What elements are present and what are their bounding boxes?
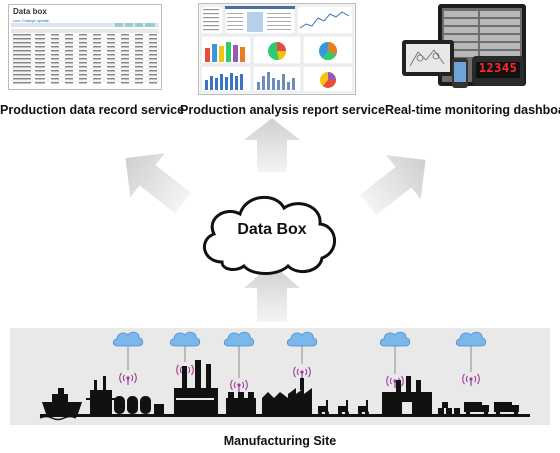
forklift-icons: [318, 400, 369, 415]
site-cloud-2: [169, 331, 201, 378]
counter-display: 12345: [478, 61, 518, 75]
manufacturing-site-label: Manufacturing Site: [223, 434, 337, 448]
refinery-icon: [86, 376, 164, 414]
caption-production-analysis: Production analysis report service: [180, 103, 385, 117]
site-cloud-6: [455, 331, 487, 387]
analysis-dashboard: [200, 5, 354, 93]
site-cloud-3: [223, 331, 255, 393]
caption-production-data-record: Production data record service: [0, 103, 185, 117]
pallet-icons: [438, 402, 460, 414]
monitoring-devices: 12345: [398, 2, 528, 94]
site-cloud-4: [286, 331, 318, 380]
factory-gears-icon: [226, 392, 288, 414]
record-title: Data box: [13, 7, 47, 16]
truck-icons: [464, 402, 519, 416]
data-box-label: Data Box: [237, 221, 307, 238]
monitoring-illustration: [402, 4, 526, 88]
site-cloud-1: [112, 331, 144, 386]
ship-icon: [39, 388, 82, 421]
record-table: [11, 23, 159, 84]
arrow-to-analysis-service: [244, 118, 300, 172]
factory-icon: [288, 378, 312, 414]
data-box-cloud: [202, 195, 336, 275]
power-plant-icon: [174, 360, 218, 414]
production-data-record-thumbnail: Data box Line Change update: [8, 4, 162, 90]
arrow-from-site: [244, 264, 300, 322]
warehouse-icon: [382, 376, 432, 414]
arrow-to-monitoring-dashboard: [359, 155, 426, 216]
caption-monitoring-dashboard: Real-time monitoring dashboard: [385, 103, 560, 117]
arrow-to-record-service: [125, 153, 192, 214]
production-analysis-thumbnail: [198, 3, 356, 95]
site-cloud-5: [379, 331, 411, 389]
record-subtitle: Line Change update: [13, 18, 50, 23]
